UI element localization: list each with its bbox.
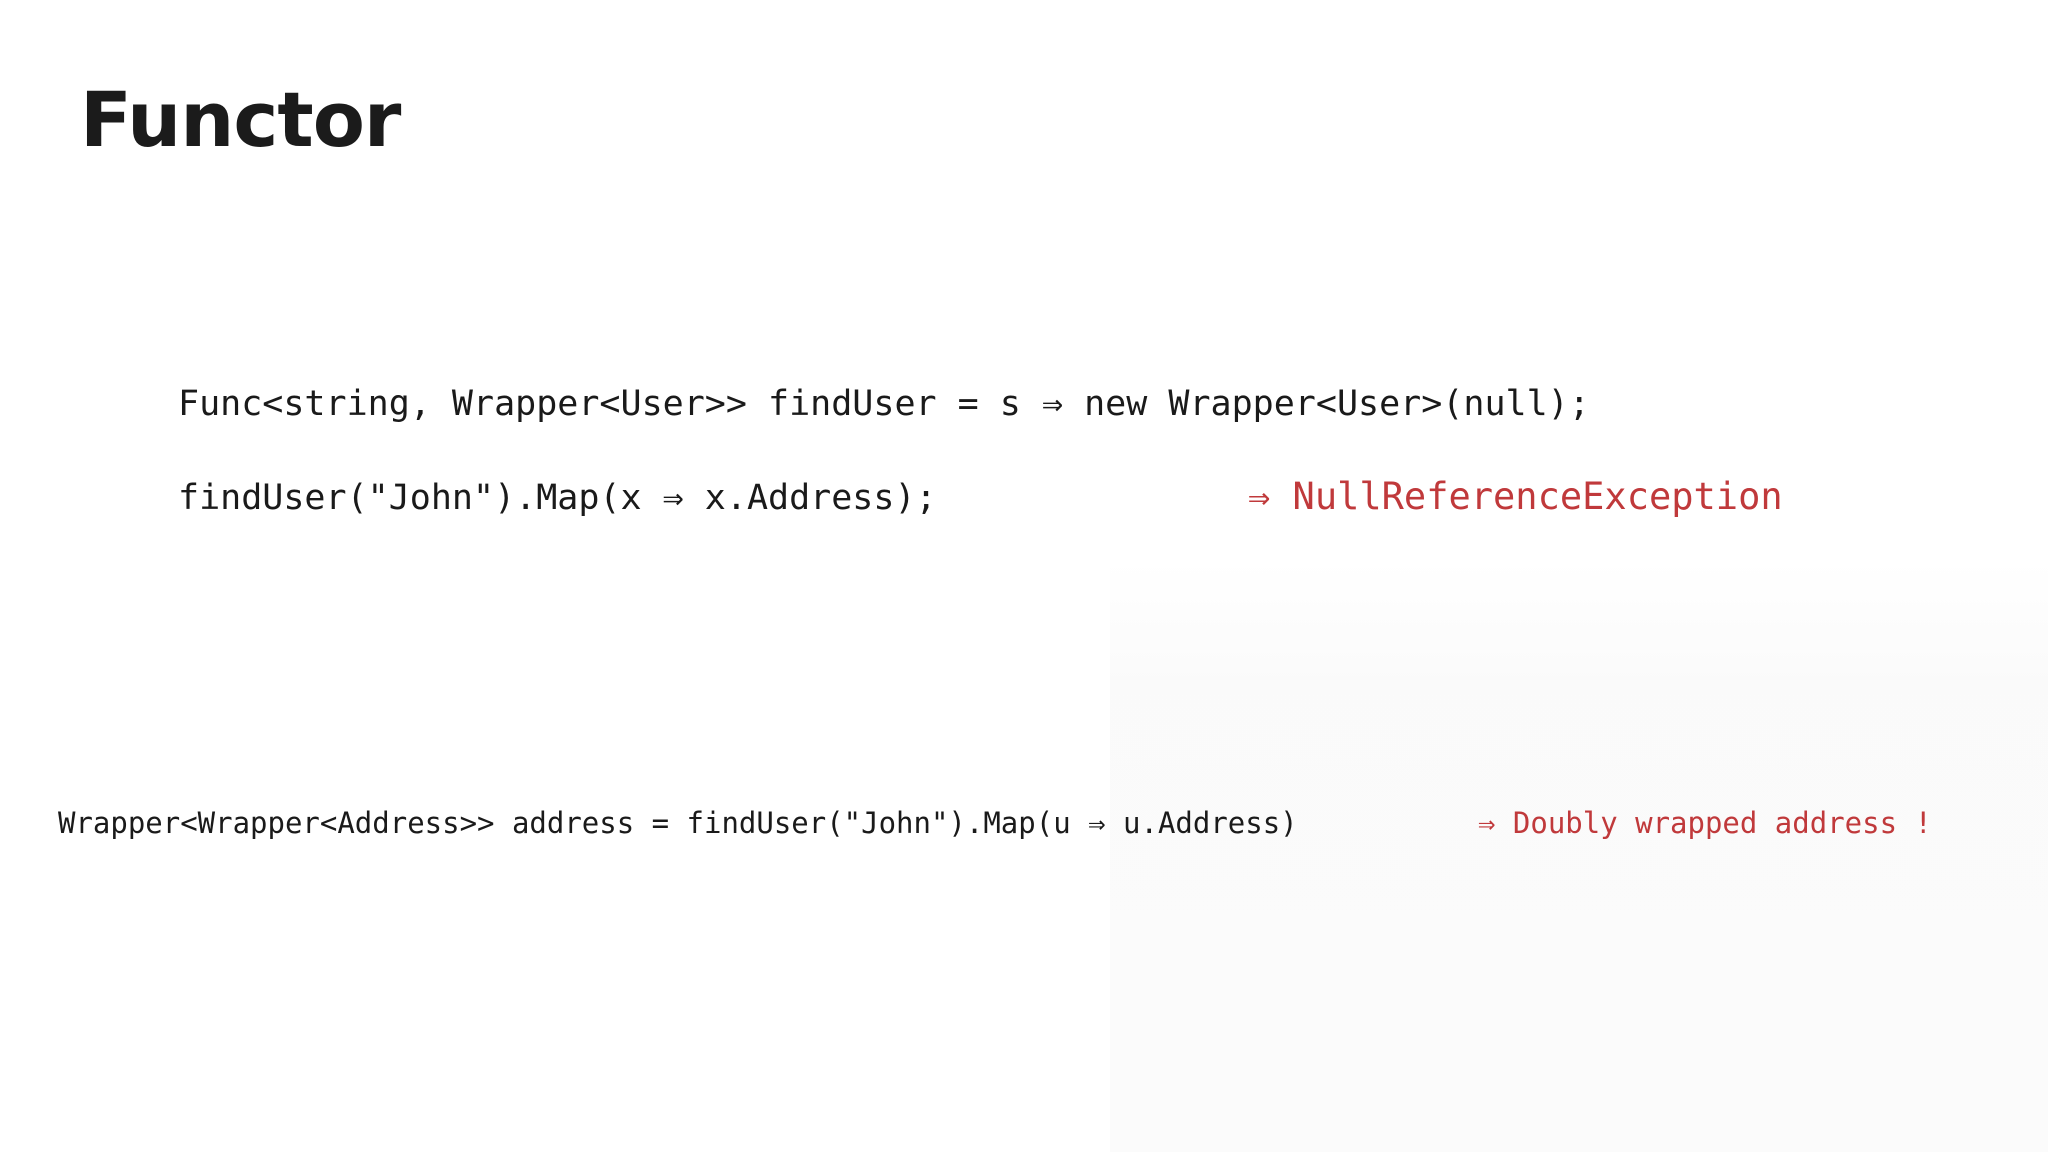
code-line-map-call: findUser("John").Map(x ⇒ x.Address); <box>178 478 937 518</box>
code-line-find-user-definition: Func<string, Wrapper<User>> findUser = s… <box>178 384 1590 424</box>
null-reference-note: ⇒ NullReferenceException <box>1248 475 1783 518</box>
code-line-doubly-wrapped: Wrapper<Wrapper<Address>> address = find… <box>58 806 1298 840</box>
slide-title: Functor <box>80 75 401 164</box>
background-shade <box>1110 560 2048 1152</box>
code-block: Func<string, Wrapper<User>> findUser = s… <box>178 375 1783 535</box>
doubly-wrapped-note: ⇒ Doubly wrapped address ! <box>1478 806 1932 840</box>
